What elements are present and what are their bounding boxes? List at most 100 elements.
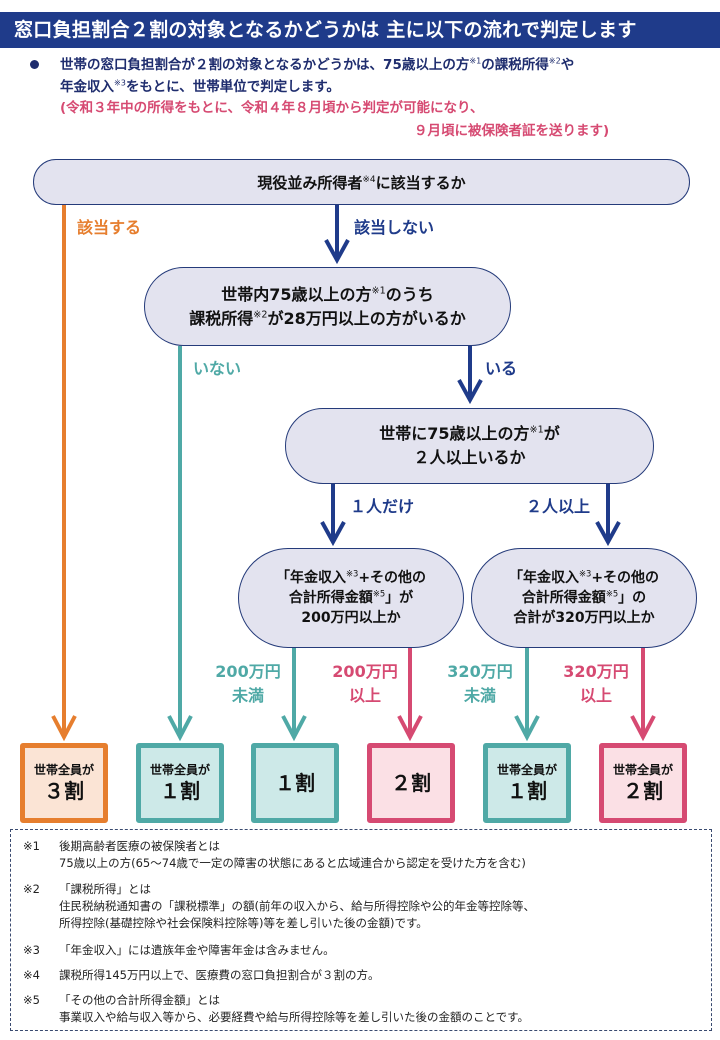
node-line-1: 世帯に75歳以上の方※1が (379, 422, 559, 446)
node-text-part: +その他の (591, 570, 660, 586)
node-text-part: 課税所得 (189, 308, 254, 328)
result-box: 世帯全員が ２割 (599, 743, 687, 823)
node-text-part: 「年金収入 (275, 570, 346, 586)
node-line-3: 合計が320万円以上か (513, 610, 655, 626)
branch-label-condition: 以上 (348, 686, 381, 705)
footnote-line: 75歳以上の方(65～74歳で一定の障害の状態にあると広域連合から認定を受けた方… (59, 856, 526, 870)
decision-node-q2: 世帯内75歳以上の方※1のうち 課税所得※2が28万円以上の方がいるか (144, 267, 511, 346)
node-text-part: 「年金収入 (508, 570, 579, 586)
intro-line-1: 世帯の窓口負担割合が２割の対象となるかどうかは、75歳以上の方※1の課税所得※2… (60, 55, 574, 76)
result-ratio: ２割 (623, 779, 663, 803)
decision-node-q5: 「年金収入※3+その他の 合計所得金額※5」の 合計が320万円以上か (471, 548, 697, 648)
branch-label-q3-one: １人だけ (350, 497, 415, 516)
footnote-line: 課税所得145万円以上で、医療費の窓口負担割合が３割の方。 (59, 968, 380, 982)
node-text-part: 世帯に75歳以上の方 (379, 424, 530, 443)
footnote-mark: ※3 (23, 943, 40, 957)
branch-label-amount: 320万円 (447, 662, 513, 681)
branch-label-amount: 320万円 (563, 662, 629, 681)
footnote-4: ※4 課税所得145万円以上で、医療費の窓口負担割合が３割の方。 (23, 967, 380, 984)
intro-note-line-1: (令和３年中の所得をもとに、令和４年８月頃から判定が可能になり、 (60, 100, 484, 116)
result-ratio: １割 (507, 779, 547, 803)
footnote-ref: ※1 (469, 55, 482, 66)
footnote-ref: ※1 (371, 285, 386, 297)
node-text-part: に該当するか (375, 173, 466, 192)
decision-node-q1: 現役並み所得者※4に該当するか (33, 159, 690, 205)
footnote-3: ※3「年金収入」には遺族年金や障害年金は含みません。 (23, 942, 335, 959)
result-box: ２割 (367, 743, 455, 823)
node-line-2: ２人以上いるか (413, 448, 526, 467)
arrowhead-q1-yes (51, 715, 77, 742)
result-scope: 世帯全員が (496, 763, 557, 777)
branch-label-q2-no: いない (193, 359, 242, 378)
branch-label-condition: 以上 (579, 686, 612, 705)
decision-node-q3: 世帯に75歳以上の方※1が ２人以上いるか (285, 408, 654, 484)
result-box: 世帯全員が １割 (483, 743, 571, 823)
node-text-part: 」が (385, 590, 414, 606)
footnote-line: 住民税納税通知書の「課税標準」の額(前年の収入から、給与所得控除や公的年金等控除… (59, 899, 535, 913)
footnote-line: 後期高齢者医療の被保険者とは (59, 839, 220, 853)
node-text-part: 合計所得金額 (521, 590, 606, 606)
flow-connectors (51, 205, 656, 742)
branch-label-q5-over: 320万円 以上 (558, 660, 634, 708)
branch-label-q2-yes: いる (485, 359, 518, 378)
result-ratio: １割 (160, 779, 200, 803)
intro-text-part: 世帯の窓口負担割合が２割の対象となるかどうかは、75歳以上の方 (60, 57, 470, 73)
footnote-ref: ※5 (372, 588, 386, 599)
arrowhead-q3-two (595, 521, 621, 547)
footnote-mark: ※4 (23, 968, 40, 982)
node-line-1: 「年金収入※3+その他の (509, 568, 659, 588)
intro-text-part: をもとに、世帯単位で判定します。 (125, 79, 340, 95)
arrowhead-q2-no (167, 715, 193, 742)
intro-text-part: の課税所得 (481, 57, 549, 73)
node-line-1: 世帯内75歳以上の方※1のうち (189, 283, 465, 307)
footnote-5: ※5「その他の合計所得金額」とは 事業収入や給与収入等から、必要経費や給与所得控… (23, 992, 529, 1026)
footnote-line: 「課税所得」とは (59, 882, 151, 896)
result-box: 世帯全員が １割 (136, 743, 224, 823)
node-text-part: が28万円以上の方がいるか (267, 308, 466, 328)
footnote-ref: ※3 (114, 77, 126, 88)
bullet-icon (30, 60, 39, 69)
intro-text-part: や (560, 57, 575, 73)
result-scope: 世帯全員が (612, 763, 673, 777)
footnote-ref: ※2 (253, 309, 268, 321)
footnote-ref: ※5 (605, 588, 619, 599)
footnote-ref: ※2 (548, 55, 561, 66)
decision-node-q4: 「年金収入※3+その他の 合計所得金額※5」が 200万円以上か (238, 548, 464, 648)
footnote-mark: ※5 (23, 993, 40, 1007)
node-text-part: +その他の (358, 570, 427, 586)
node-line-1: 「年金収入※3+その他の (276, 568, 426, 588)
branch-label-condition: 未満 (231, 686, 264, 705)
result-ratio: ３割 (44, 779, 84, 803)
arrowhead-q3-one (320, 521, 346, 547)
result-ratio: １割 (275, 771, 315, 795)
arrowhead-q5-over (630, 715, 656, 742)
page-title: 窓口負担割合２割の対象となるかどうかは 主に以下の流れで判定します (0, 12, 720, 48)
node-text-part: 世帯内75歳以上の方 (221, 284, 372, 304)
node-text-part: 合計所得金額 (288, 590, 373, 606)
branch-label-q4-over: 200万円 以上 (327, 660, 403, 708)
footnote-mark: ※1 (23, 839, 40, 853)
branch-label-q1-no: 該当しない (354, 218, 435, 237)
result-box: 世帯全員が ３割 (20, 743, 108, 823)
result-box: １割 (251, 743, 339, 823)
footnote-line: 所得控除(基礎控除や社会保険料控除等)等を差し引いた後の金額)です。 (59, 916, 428, 930)
arrowhead-q4-over (397, 715, 423, 742)
arrowhead-q4-under (281, 715, 307, 742)
node-line-2: 課税所得※2が28万円以上の方がいるか (189, 307, 465, 331)
arrowhead-q2-yes (457, 379, 483, 405)
branch-label-q4-under: 200万円 未満 (210, 660, 286, 708)
result-scope: 世帯全員が (149, 763, 210, 777)
node-text-part: のうち (385, 284, 434, 304)
footnote-ref: ※3 (578, 568, 592, 579)
branch-label-amount: 200万円 (332, 662, 398, 681)
footnote-1: ※1 後期高齢者医療の被保険者とは 75歳以上の方(65～74歳で一定の障害の状態… (23, 838, 526, 872)
footnotes-box: ※1 後期高齢者医療の被保険者とは 75歳以上の方(65～74歳で一定の障害の状態… (10, 829, 712, 1031)
branch-label-condition: 未満 (463, 686, 496, 705)
node-line-2: 合計所得金額※5」が (276, 588, 426, 608)
node-text-part: 」の (618, 590, 647, 606)
footnote-ref: ※1 (529, 424, 544, 436)
node-text-part: 現役並み所得者 (257, 173, 363, 192)
node-line-2: 合計所得金額※5」の (509, 588, 659, 608)
footnote-ref: ※4 (362, 174, 376, 185)
footnote-2: ※2「課税所得」とは 住民税納税通知書の「課税標準」の額(前年の収入から、給与所… (23, 881, 535, 932)
